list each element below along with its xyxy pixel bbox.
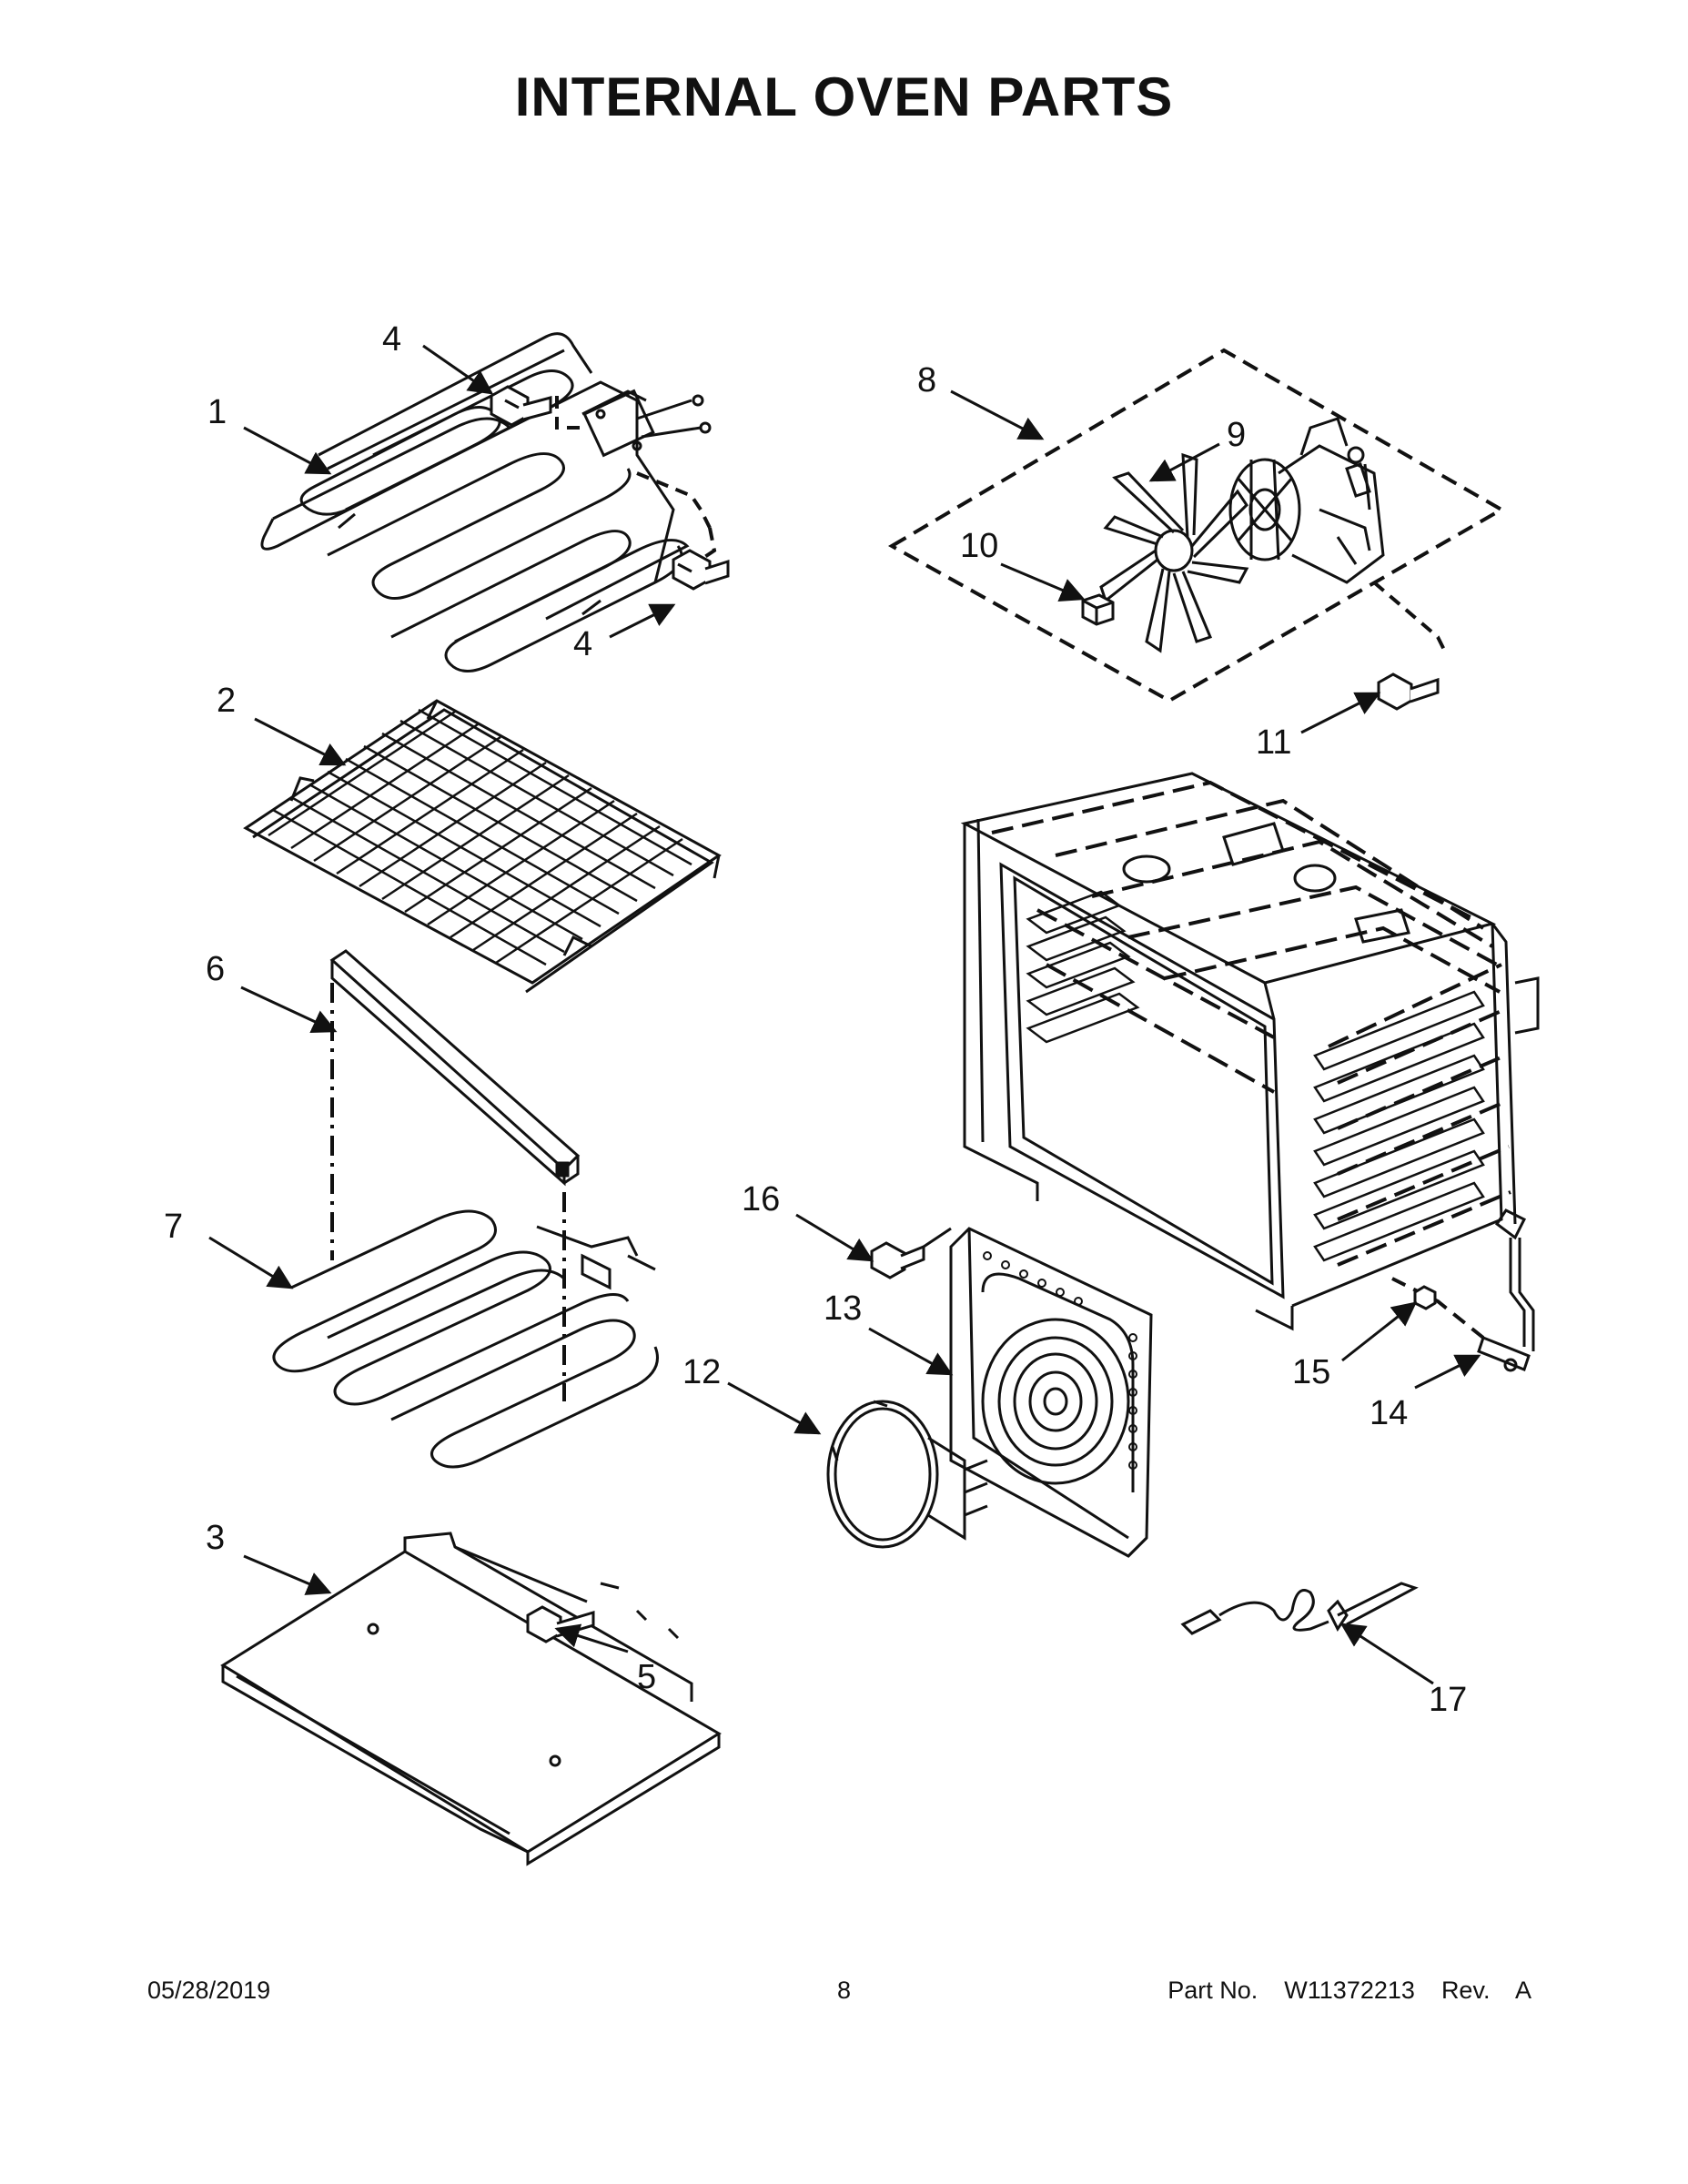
callout-14: 14 [1370, 1394, 1408, 1432]
part-label: Part No. [1167, 1977, 1258, 2004]
callout-4-top: 4 [382, 320, 401, 359]
callout-labels: 4 1 4 2 6 7 3 5 8 9 10 11 16 13 12 15 14… [164, 320, 1467, 1719]
callout-9: 9 [1227, 416, 1246, 454]
fan-blade-part-9 [1099, 452, 1249, 653]
callout-12: 12 [682, 1353, 721, 1391]
callout-7: 7 [164, 1208, 183, 1246]
screw-icon [1377, 672, 1440, 711]
callout-1: 1 [207, 393, 227, 431]
footer-date: 05/28/2019 [147, 1977, 271, 2004]
screw-icon [870, 1241, 925, 1279]
convection-assembly-box-part-8 [887, 348, 1506, 703]
footer-part-info: Part No. W11372213 Rev. A [1167, 1977, 1531, 2005]
sensor-dash [1391, 1277, 1485, 1340]
callout-10: 10 [960, 527, 998, 565]
cavity-insulation-dash [991, 780, 1511, 1267]
callout-11: 11 [1256, 723, 1291, 762]
callout-3: 3 [206, 1519, 225, 1557]
callout-8: 8 [917, 361, 936, 399]
callout-13: 13 [824, 1289, 862, 1328]
convection-panel-part-13 [949, 1227, 1153, 1558]
screw-icon [490, 385, 730, 591]
fan-motor-part-9 [1228, 417, 1385, 584]
fan-screw-dash [1372, 581, 1449, 656]
meat-probe-part-17 [1180, 1582, 1419, 1635]
leader-arrows [208, 344, 1481, 1685]
oven-rack-part-2 [243, 699, 722, 994]
callout-15: 15 [1292, 1353, 1330, 1391]
dashed-guides-6-7 [330, 983, 566, 1401]
callout-17: 17 [1429, 1681, 1467, 1719]
convection-element-part-12 [826, 1400, 988, 1549]
rev-label: Rev. [1440, 1977, 1491, 2004]
broil-element-dashes [555, 396, 717, 561]
callout-5: 5 [637, 1658, 656, 1696]
temp-sensor-part-14 [1477, 1208, 1535, 1372]
shield-part-6 [329, 949, 581, 1187]
callout-6: 6 [206, 950, 225, 988]
nut-part-10 [1081, 593, 1115, 626]
footer-page-number: 8 [836, 1977, 852, 2004]
page-title: INTERNAL OVEN PARTS [514, 66, 1174, 127]
nut-part-15 [1413, 1285, 1437, 1310]
bake-element-part-7 [272, 1209, 659, 1469]
callout-2: 2 [217, 682, 236, 720]
callout-16: 16 [742, 1180, 780, 1218]
part-number: W11372213 [1284, 1977, 1415, 2004]
bottom-panel-part-3 [220, 1532, 722, 1866]
callout-4-bottom: 4 [573, 625, 592, 663]
broil-element-part-1 [260, 332, 712, 672]
rev-value: A [1514, 1977, 1531, 2004]
